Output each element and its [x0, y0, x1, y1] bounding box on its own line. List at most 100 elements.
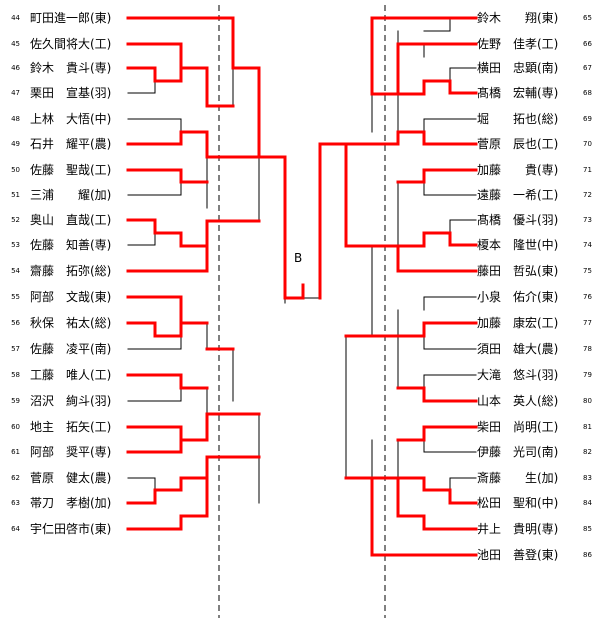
left-player-seed: 51: [11, 191, 20, 199]
right-player-name: 加藤 貴(専): [477, 163, 559, 177]
left-win-line: [126, 218, 261, 248]
right-win-line: [396, 168, 478, 184]
left-loss-line: [127, 181, 182, 196]
right-loss-line: [423, 43, 477, 58]
right-player-name: 柴田 尚明(工): [477, 420, 559, 434]
right-loss-line: [423, 219, 477, 234]
right-player-seed: 68: [583, 89, 592, 97]
right-player-seed: 85: [583, 525, 592, 533]
left-win-line: [126, 42, 235, 108]
right-player-seed: 83: [583, 474, 592, 482]
right-player-name: 髙橋 宏輔(専): [477, 86, 559, 100]
left-player-name: 佐藤 知善(専): [30, 238, 112, 252]
right-player-name: 小泉 佑介(東): [477, 290, 559, 304]
right-win-line: [396, 79, 478, 96]
left-player-seed: 46: [11, 64, 20, 72]
right-win-line: [370, 476, 478, 557]
right-loss-line: [423, 477, 477, 491]
right-player-seed: 77: [583, 319, 592, 327]
right-player-name: 髙橋 優斗(羽): [477, 213, 559, 227]
left-loss-line: [127, 118, 182, 133]
right-player-seed: 73: [583, 216, 592, 224]
right-win-line: [344, 130, 478, 146]
right-player-name: 伊藤 光司(南): [477, 445, 559, 459]
right-loss-line: [423, 67, 477, 82]
right-loss-line: [423, 118, 477, 133]
left-player-seed: 55: [11, 293, 20, 301]
right-player-name: 山本 英人(総): [477, 394, 559, 408]
right-player-seed: 71: [583, 166, 592, 174]
right-loss-line: [423, 17, 477, 32]
right-player-name: 大滝 悠斗(羽): [477, 368, 559, 382]
left-win-line: [126, 455, 261, 505]
right-win-line: [344, 321, 478, 338]
left-player-name: 阿部 文哉(東): [30, 290, 112, 304]
left-player-name: 工藤 唯人(工): [30, 368, 112, 382]
left-player-seed: 49: [11, 140, 20, 148]
left-player-name: 沼沢 絢斗(羽): [30, 394, 112, 408]
right-win-line: [396, 386, 478, 403]
left-player-name: 阿部 奨平(専): [30, 445, 112, 459]
right-player-seed: 75: [583, 267, 592, 275]
left-win-line: [126, 476, 209, 531]
left-win-line: [126, 412, 261, 442]
left-player-name: 秋保 祐太(総): [30, 316, 112, 330]
right-player-name: 榎本 隆世(中): [477, 238, 559, 252]
right-player-seed: 67: [583, 64, 592, 72]
left-win-line: [126, 373, 209, 390]
right-loss-line: [423, 439, 477, 453]
left-player-name: 菅原 健太(農): [30, 471, 112, 485]
left-win-line: [126, 244, 209, 273]
right-player-seed: 69: [583, 115, 592, 123]
pool-label: B: [294, 251, 303, 265]
left-player-seed: 59: [11, 397, 20, 405]
left-player-seed: 61: [11, 448, 20, 456]
right-player-seed: 81: [583, 423, 592, 431]
right-player-seed: 84: [583, 499, 592, 507]
right-player-name: 松田 聖和(中): [477, 496, 559, 510]
right-player-seed: 76: [583, 293, 592, 301]
right-win-line: [396, 42, 478, 96]
right-player-seed: 66: [583, 40, 592, 48]
right-win-line: [318, 142, 478, 300]
right-player-name: 横田 忠顕(南): [477, 61, 559, 75]
left-player-name: 町田進一郎(東): [30, 11, 112, 25]
right-player-name: 藤田 哲弘(東): [477, 264, 559, 278]
left-player-name: 栗田 宣基(羽): [30, 86, 112, 100]
left-player-seed: 50: [11, 166, 20, 174]
left-player-seed: 47: [11, 89, 20, 97]
right-player-seed: 74: [583, 241, 592, 249]
left-player-name: 石井 耀平(農): [30, 137, 112, 151]
left-player-name: 佐久間将大(工): [30, 37, 112, 51]
left-player-seed: 44: [11, 14, 20, 22]
left-player-name: 佐藤 凌平(南): [30, 342, 112, 356]
left-player-seed: 48: [11, 115, 20, 123]
right-player-seed: 65: [583, 14, 592, 22]
right-loss-line: [423, 335, 477, 350]
left-player-name: 帯刀 孝樹(加): [30, 496, 112, 510]
left-loss-line: [127, 232, 182, 246]
left-player-name: 鈴木 貴斗(専): [30, 61, 112, 75]
left-loss-line: [127, 387, 182, 402]
right-player-seed: 82: [583, 448, 592, 456]
left-player-seed: 45: [11, 40, 20, 48]
right-loss-line: [302, 220, 321, 299]
left-player-name: 地主 拓矢(工): [30, 420, 112, 434]
right-win-line: [396, 476, 478, 505]
right-player-name: 池田 善登(東): [477, 548, 559, 562]
right-win-line: [396, 425, 478, 442]
left-player-seed: 62: [11, 474, 20, 482]
right-player-name: 堀 拓也(総): [477, 112, 559, 126]
left-player-name: 上林 大悟(中): [30, 112, 112, 126]
right-player-name: 須田 雄大(農): [477, 342, 559, 356]
left-loss-line: [127, 80, 182, 94]
left-player-name: 三浦 耀(加): [30, 188, 112, 202]
right-player-seed: 86: [583, 551, 592, 559]
right-player-name: 加藤 康宏(工): [477, 316, 559, 330]
right-player-seed: 78: [583, 345, 592, 353]
right-player-seed: 80: [583, 397, 592, 405]
right-win-line: [370, 16, 478, 96]
right-win-line: [396, 231, 478, 248]
right-loss-line: [423, 296, 477, 311]
